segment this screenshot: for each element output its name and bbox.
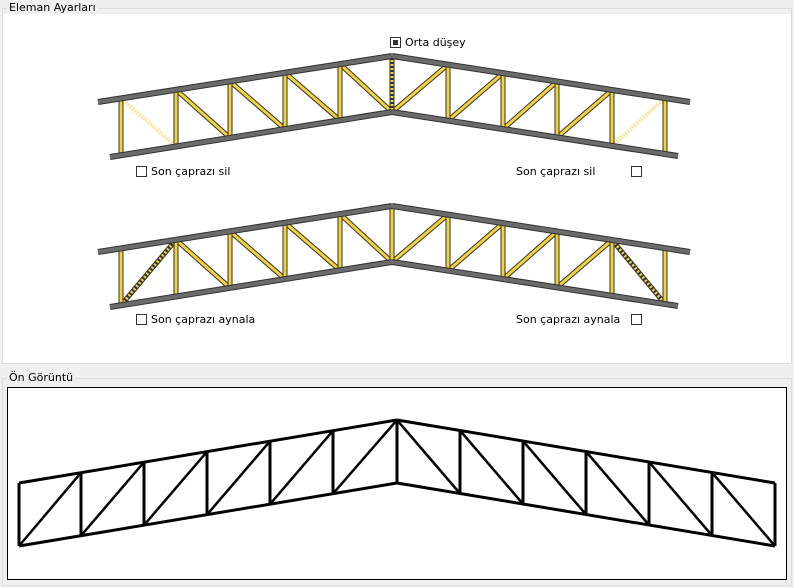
top-chord <box>391 54 691 104</box>
mirror-last-left-checkbox[interactable] <box>136 314 147 325</box>
truss-settings-diagram <box>97 53 691 310</box>
delete-last-left-checkbox[interactable] <box>136 166 147 177</box>
diagonal-left <box>338 213 394 264</box>
diagonal-right <box>502 80 558 131</box>
diagonal-right-last-mirrored <box>610 239 667 305</box>
diagonal-left <box>175 238 231 289</box>
diagonal-left <box>175 88 231 139</box>
mirror-last-right-label: Son çaprazı aynala <box>516 313 621 326</box>
mirror-last-right-checkbox[interactable] <box>631 314 642 325</box>
settings-group-title: Eleman Ayarları <box>7 1 98 14</box>
mirror-last-left-label: Son çaprazı aynala <box>151 313 256 326</box>
diagonal-right <box>556 88 613 139</box>
preview-group-title: Ön Görüntü <box>7 371 76 384</box>
bottom-chord <box>391 260 679 308</box>
middle-vertical-label: Orta düşey <box>405 36 466 49</box>
diagonal-left-last-mirrored-outline <box>119 238 178 307</box>
preview-canvas <box>7 387 787 580</box>
diagonal-right <box>556 238 613 289</box>
delete-last-right-checkbox[interactable] <box>631 166 642 177</box>
diagonal-right <box>391 213 449 264</box>
diagonal-left <box>229 230 286 281</box>
bottom-chord <box>109 260 393 309</box>
diagonal-right <box>502 230 558 281</box>
diagonal-left <box>338 63 394 114</box>
preview-group: Ön Görüntü <box>2 371 792 586</box>
bottom-chord <box>391 110 679 158</box>
middle-vertical-checkbox[interactable] <box>390 37 401 48</box>
bottom-chord <box>109 110 393 159</box>
diagonal-right <box>447 71 504 122</box>
diagonal-left <box>284 71 341 122</box>
delete-last-right-label: Son çaprazı sil <box>516 165 596 178</box>
settings-group: Eleman Ayarları <box>2 1 792 364</box>
diagonal-left <box>284 221 341 272</box>
diagonal-left-last <box>119 96 178 148</box>
delete-last-left-label: Son çaprazı sil <box>151 165 231 178</box>
top-chord <box>97 54 393 104</box>
diagonal-right-last <box>610 96 667 148</box>
diagonal-right <box>447 221 504 272</box>
diagonal-left <box>229 80 286 131</box>
top-chord <box>391 204 691 254</box>
diagonal-right <box>391 63 449 114</box>
top-chord <box>97 204 393 254</box>
